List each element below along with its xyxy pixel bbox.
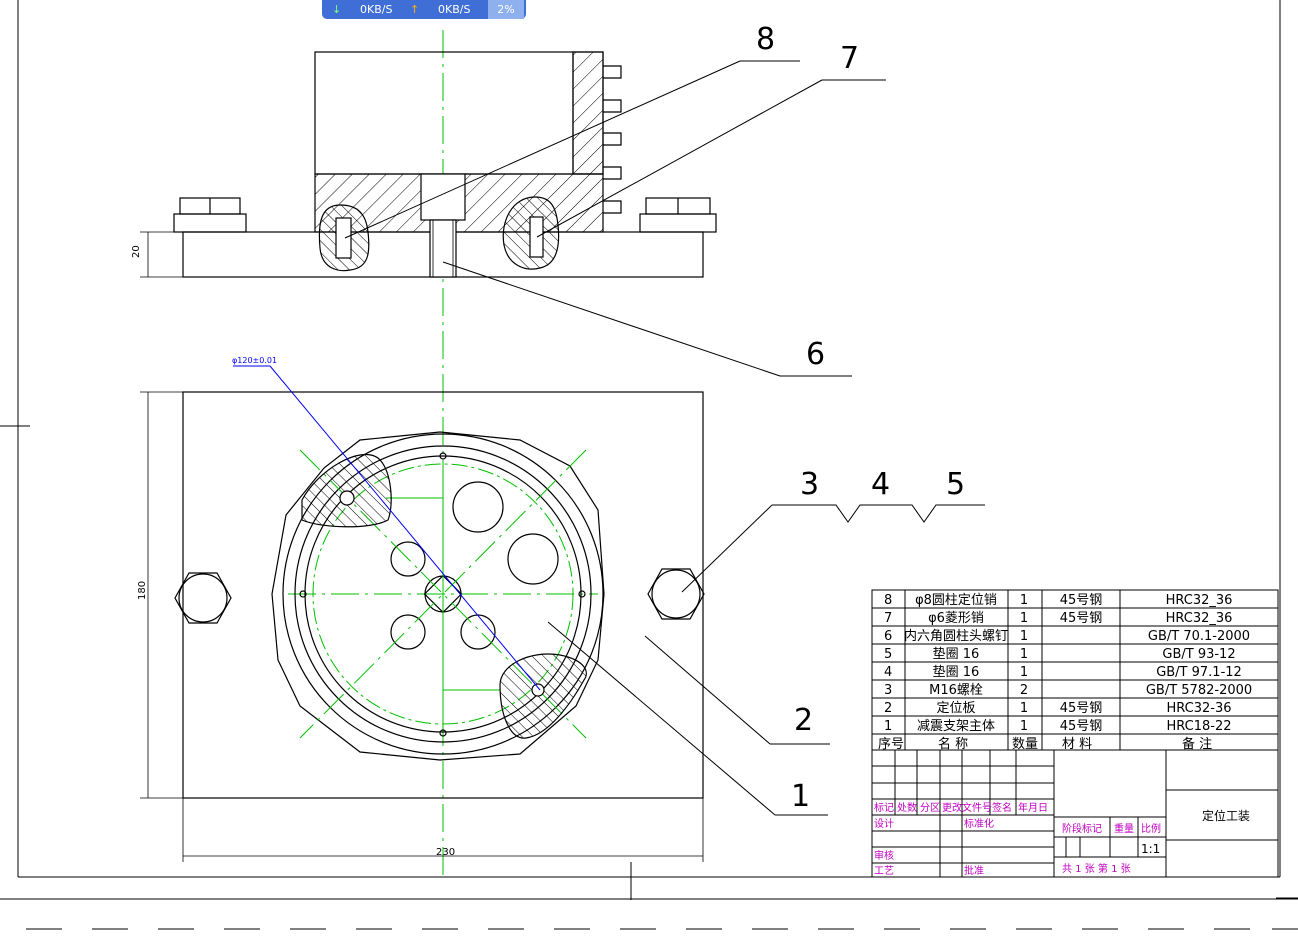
download-arrow-icon: ↓	[332, 3, 342, 16]
download-speed: 0KB/S	[360, 3, 393, 16]
tolerance-leader	[233, 365, 541, 691]
bom-header-name: 名 称	[938, 736, 968, 752]
bom-cell-mat: 45号钢	[1060, 611, 1103, 626]
bom-header-note: 备 注	[1182, 736, 1212, 752]
bom-cell-qty: 1	[1020, 647, 1028, 662]
tb-date: 年月日	[1018, 801, 1048, 814]
tb-scale: 比例	[1141, 822, 1161, 835]
upload-speed: 0KB/S	[438, 3, 471, 16]
bom-cell-qty: 1	[1020, 593, 1028, 608]
part-label-7: 7	[840, 41, 859, 76]
bom-cell-no: 4	[884, 665, 892, 680]
front-view	[140, 30, 717, 880]
bom-cell-name: 垫圈 16	[933, 646, 980, 662]
leader-lines-top	[344, 60, 886, 377]
tb-zone: 分区	[920, 802, 940, 814]
tb-drawing-title: 定位工装	[1202, 808, 1250, 823]
title-block	[871, 749, 1279, 878]
bom-cell-qty: 1	[1020, 719, 1028, 734]
bom-cell-name: 减震支架主体	[917, 719, 995, 734]
tb-mark: 标记	[874, 802, 894, 814]
part-label-3: 3	[800, 467, 819, 502]
tb-process: 工艺	[874, 865, 894, 877]
bom-cell-no: 2	[884, 701, 892, 716]
bom-cell-name: 垫圈 16	[933, 664, 980, 680]
bom-cell-note: GB/T 97.1-12	[1156, 665, 1242, 680]
bom-cell-qty: 1	[1020, 665, 1028, 680]
bom-cell-mat: 45号钢	[1060, 593, 1103, 608]
bom-rows: 8 φ8圆柱定位销 1 45号钢 HRC32_36 7 φ6菱形销 1 45号钢 HRC32_36…	[884, 593, 1252, 734]
tb-std: 标准化	[964, 817, 994, 830]
bom-header-mat: 材 料	[1062, 737, 1092, 752]
drawing-frame	[0, 0, 1298, 900]
bom-cell-qty: 1	[1020, 701, 1028, 716]
tb-sign: 签名	[992, 801, 1012, 814]
top-view	[140, 391, 705, 862]
bom-cell-no: 8	[884, 593, 892, 608]
bom-cell-name: M16螺栓	[929, 683, 983, 698]
bom-cell-qty: 1	[1020, 629, 1028, 644]
bom-cell-name: 内六角圆柱头螺钉	[904, 628, 1008, 644]
tb-count: 处数	[897, 801, 917, 814]
upload-arrow-icon: ↑	[410, 3, 420, 16]
bom-cell-qty: 2	[1020, 683, 1028, 698]
dim-tolerance: φ120±0.01	[232, 356, 277, 365]
tb-weight: 重量	[1114, 822, 1134, 835]
part-label-8: 8	[756, 22, 775, 57]
dim-height: 180	[137, 581, 148, 600]
usage-percent: 2%	[488, 0, 524, 19]
bom-header: 序号 名 称 数量 材 料 备 注	[878, 736, 1212, 752]
bom-cell-note: HRC32-36	[1166, 701, 1231, 716]
title-block-text: 标记 处数 分区 更改文件号 签名 年月日 设计 标准化 审核 工艺 批准 阶段…	[874, 801, 1161, 877]
tb-stage: 阶段标记	[1062, 822, 1102, 835]
bom-cell-note: GB/T 70.1-2000	[1148, 629, 1250, 644]
network-speed-widget[interactable]: ↓ 0KB/S ↑ 0KB/S 2%	[322, 0, 526, 19]
tb-design: 设计	[874, 817, 894, 830]
bom-cell-name: φ8圆柱定位销	[915, 593, 997, 608]
bom-header-no: 序号	[878, 737, 904, 752]
tb-doc: 更改文件号	[942, 801, 992, 814]
tb-scale-value: 1:1	[1141, 842, 1160, 856]
dim-width: 230	[436, 847, 455, 858]
bom-cell-note: HRC18-22	[1166, 719, 1231, 734]
dim-thickness: 20	[131, 245, 142, 258]
bom-cell-name: 定位板	[936, 701, 975, 716]
part-label-6: 6	[806, 337, 825, 372]
leader-lines-side	[547, 504, 985, 816]
bom-cell-qty: 1	[1020, 611, 1028, 626]
tb-approve: 批准	[964, 864, 984, 877]
bom-cell-note: HRC32_36	[1166, 611, 1233, 626]
part-label-5: 5	[946, 467, 965, 502]
bom-cell-mat: 45号钢	[1060, 701, 1103, 716]
bom-cell-no: 6	[884, 629, 892, 644]
part-label-2: 2	[794, 703, 813, 738]
bom-cell-no: 3	[884, 683, 892, 698]
tb-sheets: 共 1 张 第 1 张	[1062, 862, 1131, 875]
bom-header-qty: 数量	[1012, 737, 1038, 752]
bom-cell-no: 7	[884, 611, 892, 626]
part-label-4: 4	[871, 467, 890, 502]
bom-cell-name: φ6菱形销	[928, 611, 984, 626]
bom-cell-note: HRC32_36	[1166, 593, 1233, 608]
bom-cell-note: GB/T 5782-2000	[1146, 683, 1252, 698]
bom-cell-mat: 45号钢	[1060, 719, 1103, 734]
tb-check: 审核	[874, 849, 894, 862]
bom-cell-no: 5	[884, 647, 892, 662]
part-label-1: 1	[791, 779, 810, 814]
bom-cell-note: GB/T 93-12	[1162, 647, 1235, 662]
bom-cell-no: 1	[884, 719, 892, 734]
